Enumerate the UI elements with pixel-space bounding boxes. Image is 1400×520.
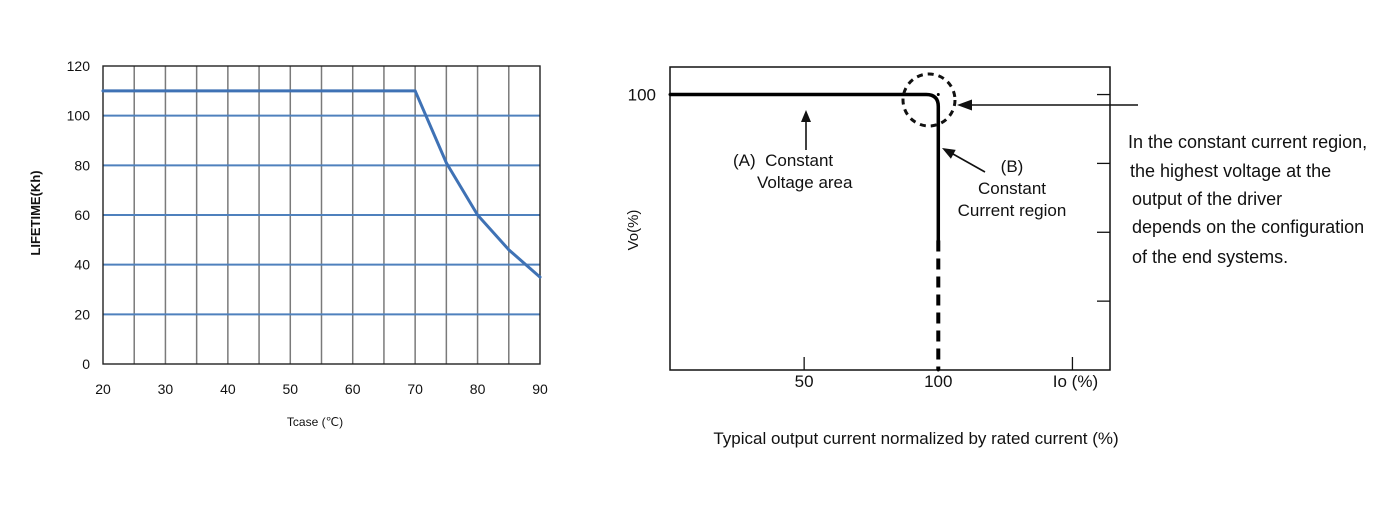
output-characteristic-chart: 50 100 100 Io (%) Vo(%) (A) Constant Voltag…	[625, 66, 1367, 448]
y-axis-title: LIFETIME(Kh)	[28, 170, 43, 255]
x-tick-label: 100	[924, 372, 952, 391]
x-tick-label: 50	[795, 372, 814, 391]
note-line: output of the driver	[1132, 189, 1282, 209]
chart-caption: Typical output current normalized by rat…	[713, 429, 1118, 448]
note-line: depends on the configuration	[1132, 217, 1364, 237]
highlight-circle	[901, 72, 957, 128]
characteristic-data-point	[668, 93, 672, 97]
characteristic-data-point	[936, 93, 940, 97]
characteristic-data-point	[936, 239, 940, 243]
lifetime-data-point	[413, 89, 417, 93]
note-line: of the end systems.	[1132, 247, 1288, 267]
x-axis-title: Tcase (℃)	[287, 415, 343, 429]
y-tick-label: 60	[74, 207, 90, 223]
annotation-arrow-shaft	[952, 153, 986, 173]
lifetime-data-point	[538, 275, 542, 279]
x-tick-label: 20	[95, 381, 111, 397]
y-tick-label: 80	[74, 157, 90, 173]
annotation-arrow-head	[801, 110, 811, 122]
x-tick-label: 80	[470, 381, 486, 397]
annotation-arrow-head	[942, 148, 956, 159]
y-axis-title: Vo(%)	[625, 210, 642, 251]
annotation-label: Constant	[978, 179, 1046, 198]
annotation-label: Voltage area	[757, 173, 853, 192]
characteristic-data-point	[936, 368, 940, 372]
y-tick-label: 120	[67, 58, 91, 74]
x-tick-label: 40	[220, 381, 236, 397]
x-axis-label: Io (%)	[1053, 372, 1098, 391]
annotation-label: Current region	[958, 201, 1067, 220]
lifetime-data-point	[444, 161, 448, 165]
annotation-label: (A) Constant	[733, 151, 833, 170]
corner-callout: In the constant current region, the high…	[901, 72, 1367, 267]
note-line: In the constant current region,	[1128, 132, 1367, 152]
lifetime-curve	[101, 89, 542, 279]
y-tick-label: 100	[628, 86, 656, 105]
annotation-constant-current: (B) Constant Current region	[942, 148, 1066, 220]
lifetime-data-point	[476, 213, 479, 217]
lifetime-data-point	[507, 248, 511, 252]
plot-frame	[102, 65, 541, 365]
note-line: the highest voltage at the	[1130, 161, 1331, 181]
x-tick-label: 30	[158, 381, 174, 397]
callout-arrow-head	[957, 99, 972, 111]
lifetime-chart: 0 20 40 60 80 100 120 20 30 40 50 60 70 80 90 LIFETIME…	[28, 58, 548, 429]
x-tick-label: 70	[407, 381, 423, 397]
y-tick-label: 0	[82, 356, 90, 372]
y-tick-label: 40	[74, 257, 90, 273]
y-tick-label: 100	[67, 108, 91, 124]
lifetime-data-point	[101, 89, 105, 93]
x-tick-label: 90	[532, 381, 548, 397]
x-tick-label: 50	[282, 381, 298, 397]
x-tick-label: 60	[345, 381, 361, 397]
annotation-label: (B)	[1001, 157, 1024, 176]
y-tick-label: 20	[74, 306, 90, 322]
output-characteristic-line	[670, 92, 941, 241]
annotation-constant-voltage: (A) Constant Voltage area	[733, 110, 853, 192]
output-characteristic-plot-area: 50 100 100 Io (%)	[628, 66, 1111, 391]
plot-frame	[669, 66, 1111, 371]
lifetime-plot-area: 0 20 40 60 80 100 120 20 30 40 50 60 70 80 90	[67, 58, 548, 397]
